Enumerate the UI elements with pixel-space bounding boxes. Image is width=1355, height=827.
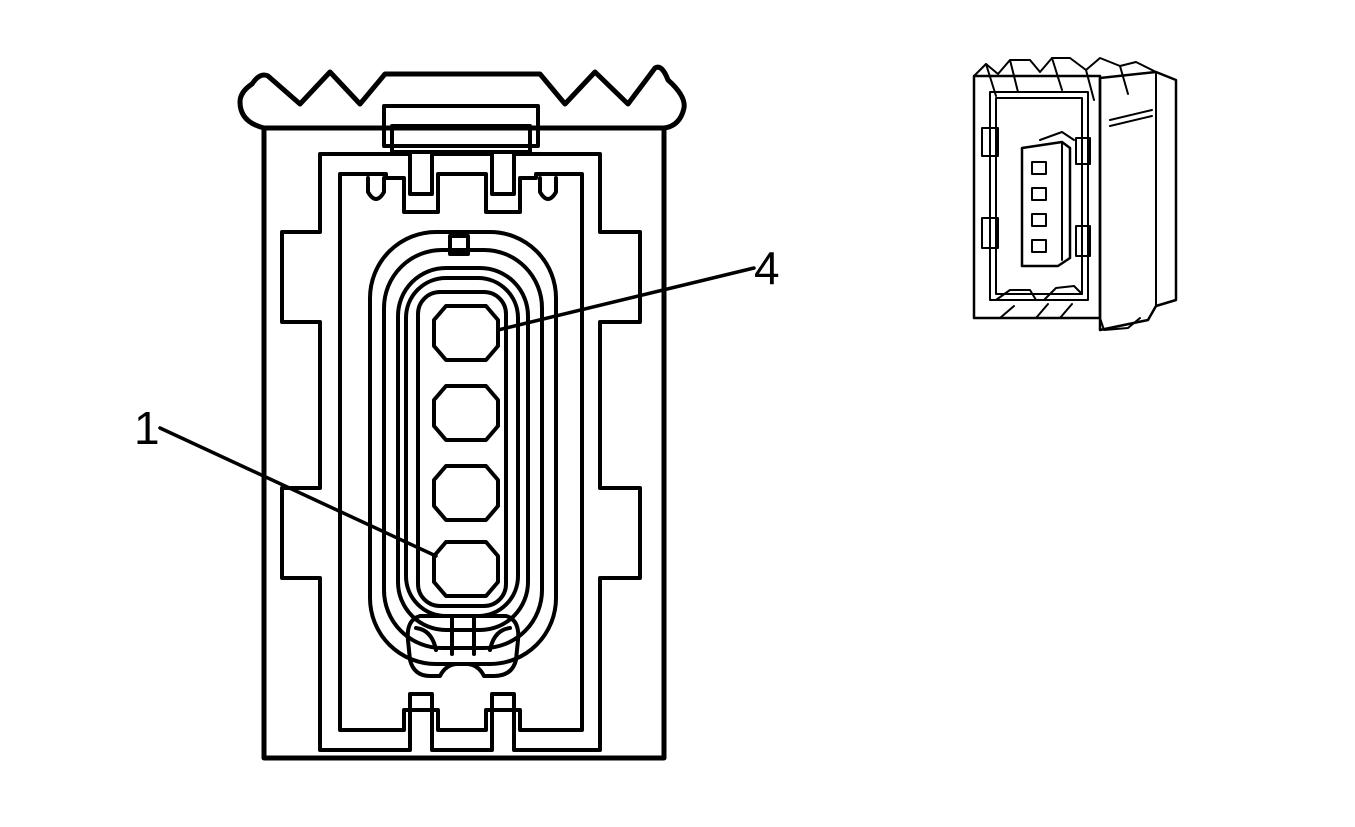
top-slot-right xyxy=(538,176,558,201)
connector-face-view: 4 1 xyxy=(134,64,780,761)
iso-side-panel xyxy=(1098,70,1178,332)
inner-frame-outer xyxy=(280,152,642,752)
top-slot-left xyxy=(366,176,386,201)
iso-top-ridges xyxy=(985,57,1129,101)
connector-isometric-view xyxy=(972,57,1178,332)
iso-clip-right-bottom xyxy=(1075,225,1091,257)
iso-bottom-foot xyxy=(1099,317,1141,331)
iso-clip-left-top xyxy=(981,127,999,157)
iso-side-ribs xyxy=(1109,71,1157,307)
iso-terminal-cavity-3 xyxy=(1031,187,1047,201)
callout-label-1: 1 xyxy=(134,402,160,454)
iso-front-serrations xyxy=(973,57,1157,77)
iso-terminal-cavity-2 xyxy=(1031,213,1047,227)
callout-leader-1 xyxy=(158,426,438,558)
iso-clip-left-bottom xyxy=(981,217,999,249)
seal-key-notch xyxy=(448,234,470,256)
bottom-lock-tab xyxy=(405,614,521,678)
terminal-cavity-1 xyxy=(432,540,500,598)
iso-inner-frame xyxy=(989,91,1089,301)
bottom-lock-ears xyxy=(414,626,512,652)
iso-bottom-slots xyxy=(995,285,1083,319)
terminal-cavity-4 xyxy=(432,304,500,362)
seal-ring-3 xyxy=(396,266,530,632)
latch-block-outer xyxy=(382,104,540,148)
iso-cavity-block-edge xyxy=(1039,131,1075,261)
terminal-cavity-2 xyxy=(432,464,500,522)
housing-serrated-cap xyxy=(237,64,687,131)
bottom-lock-stem xyxy=(450,614,476,656)
callout-leader-4 xyxy=(496,266,756,332)
iso-terminal-cavity-1 xyxy=(1031,239,1047,253)
callout-label-4: 4 xyxy=(754,242,780,294)
inner-frame-inner xyxy=(338,172,584,732)
seal-ring-2 xyxy=(382,248,544,650)
terminal-cavity-3 xyxy=(432,384,500,442)
iso-terminal-cavity-4 xyxy=(1031,161,1047,175)
iso-clip-right-top xyxy=(1075,137,1091,165)
cavity-carrier xyxy=(416,290,508,608)
